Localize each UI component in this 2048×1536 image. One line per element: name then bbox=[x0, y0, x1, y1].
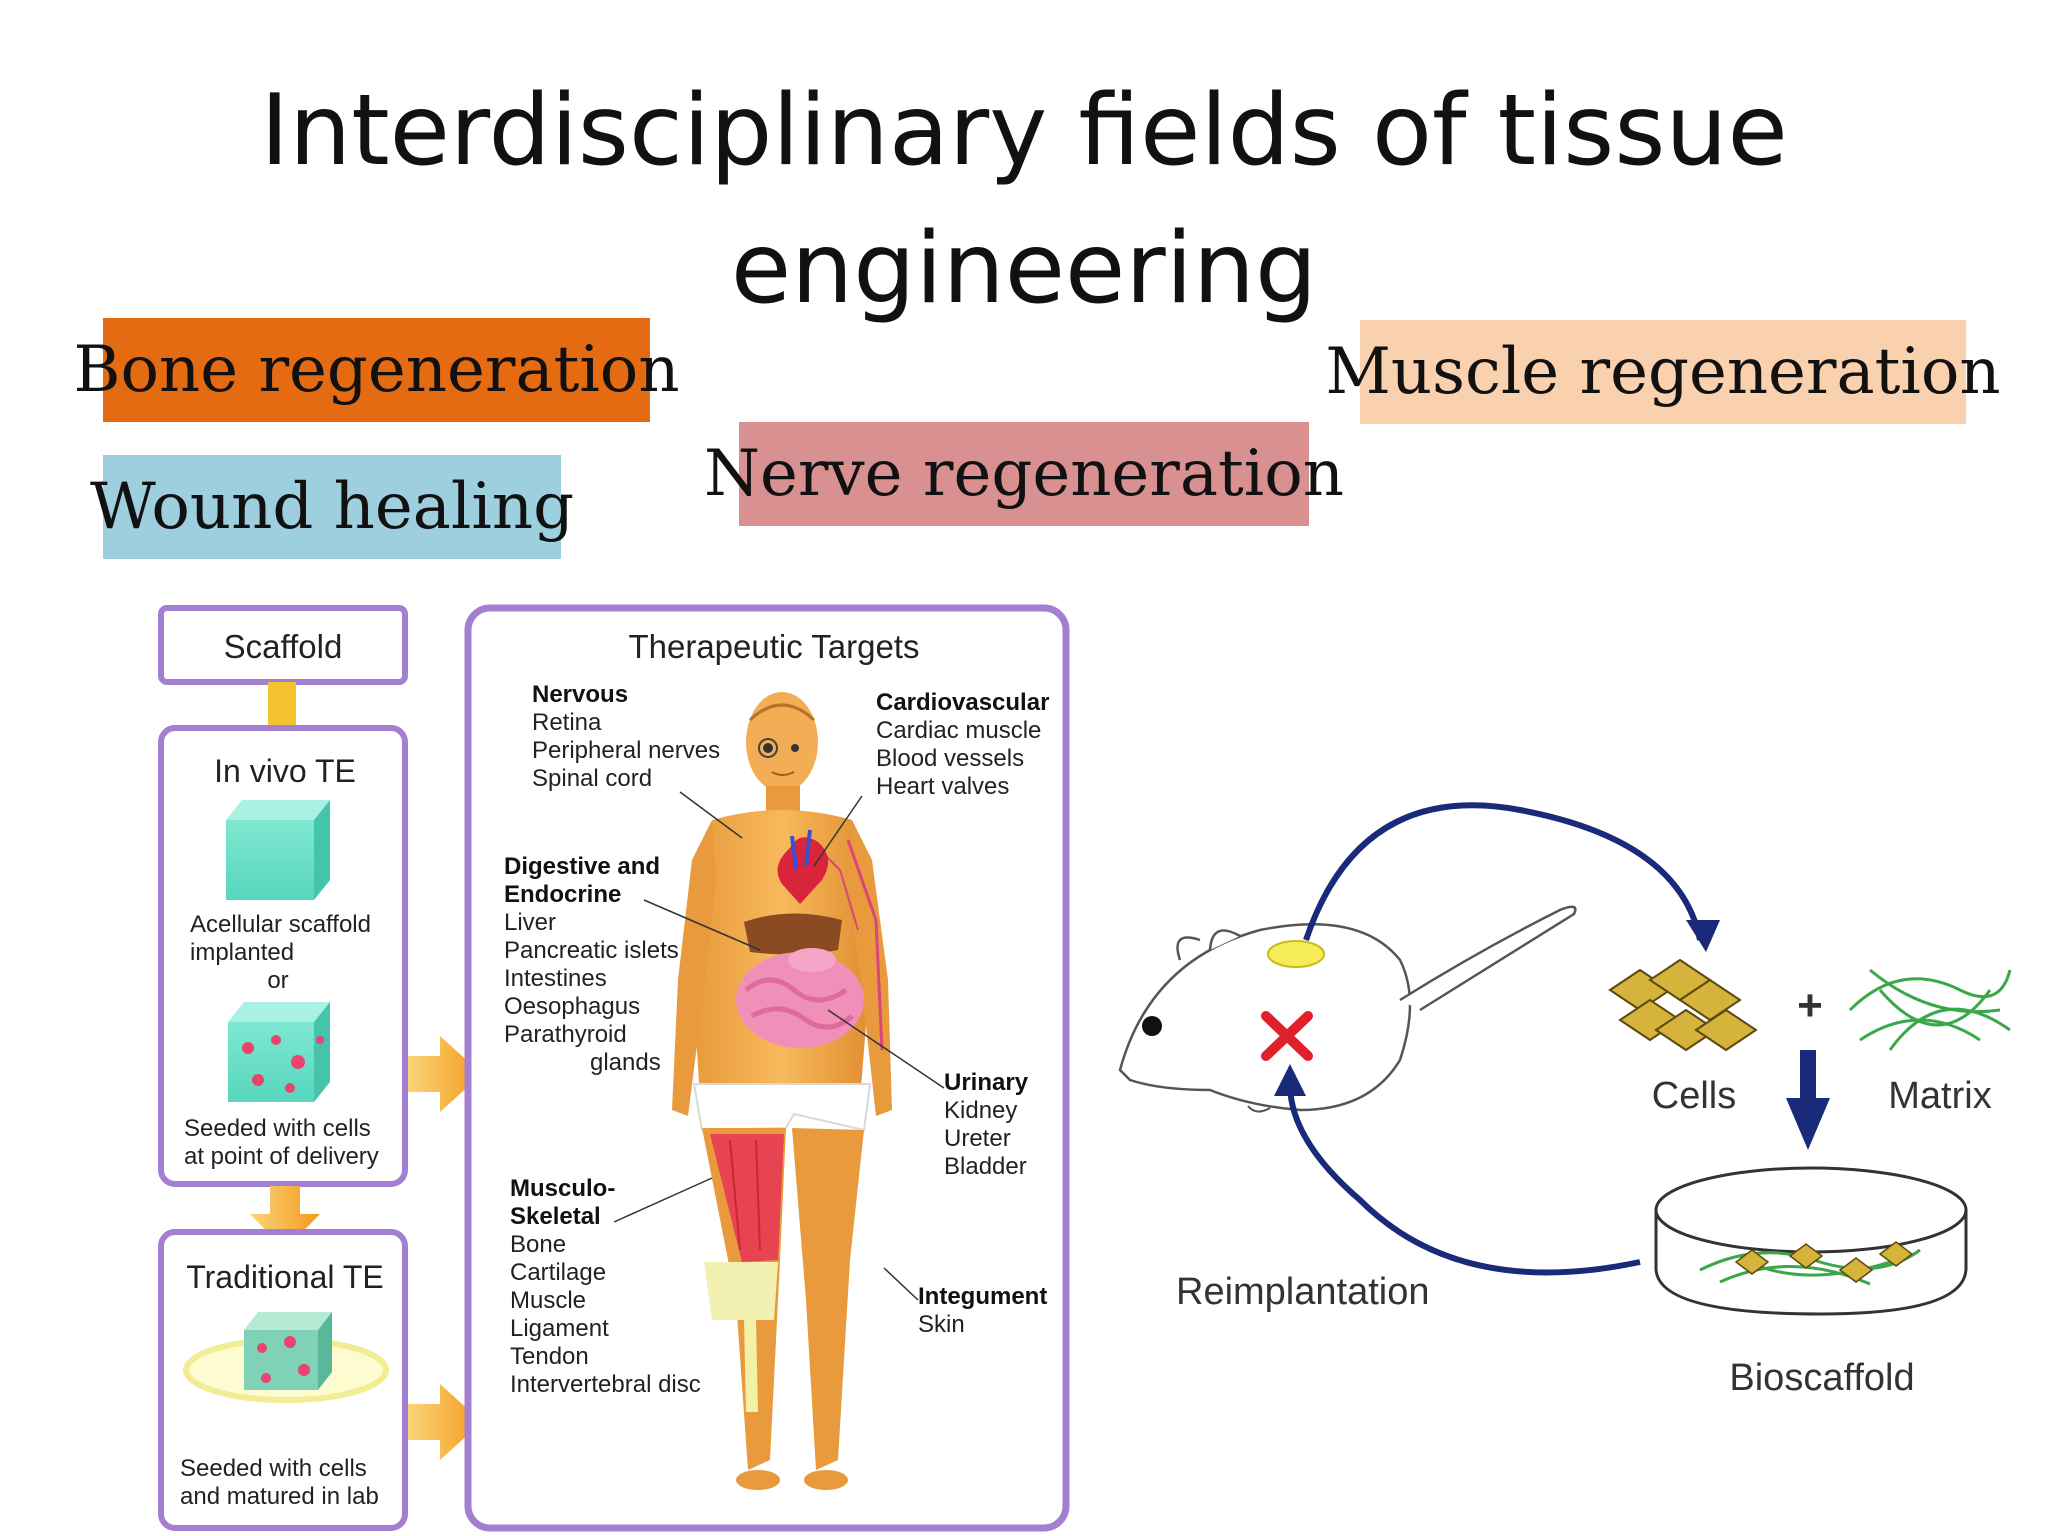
nervous-heading: Nervous bbox=[532, 681, 628, 708]
plus-sign: + bbox=[1797, 981, 1823, 1030]
harvest-arrow bbox=[1303, 802, 1703, 941]
acellular-line-2: implanted bbox=[190, 939, 294, 966]
bioscaffold-label: Bioscaffold bbox=[1729, 1357, 1914, 1399]
acellular-scaffold-cube bbox=[226, 800, 330, 900]
cardio-item-muscle: Cardiac muscle bbox=[876, 717, 1041, 744]
nervous-item-retina: Retina bbox=[532, 709, 602, 736]
traditional-te-box: Traditional TE Seeded with cells and mat… bbox=[158, 1229, 408, 1531]
digestive-heading-2: Endocrine bbox=[504, 881, 621, 908]
musculo-item-disc: Intervertebral disc bbox=[510, 1371, 701, 1398]
red-x-icon bbox=[1261, 1011, 1313, 1061]
reimplantation-arrowhead-icon bbox=[1274, 1064, 1306, 1096]
reimplantation-arrow bbox=[1287, 1083, 1641, 1276]
cells-label: Cells bbox=[1652, 1075, 1736, 1117]
digestive-item-glands: glands bbox=[590, 1049, 661, 1076]
musculo-item-muscle: Muscle bbox=[510, 1287, 586, 1314]
combine-arrow-shaft bbox=[1800, 1050, 1816, 1100]
matrix-fibers-icon bbox=[1848, 968, 2012, 1051]
cardio-item-vessels: Blood vessels bbox=[876, 745, 1024, 772]
musculo-item-cartilage: Cartilage bbox=[510, 1259, 606, 1286]
musculo-item-ligament: Ligament bbox=[510, 1315, 609, 1342]
seeded-lab-line-2: and matured in lab bbox=[180, 1483, 379, 1510]
integument-heading: Integument bbox=[918, 1283, 1047, 1310]
scaffold-box: Scaffold bbox=[158, 605, 408, 685]
digestive-item-intestines: Intestines bbox=[504, 965, 607, 992]
mouse-icon bbox=[1118, 905, 1577, 1113]
targets-title: Therapeutic Targets bbox=[628, 628, 919, 665]
title-line-2: engineering bbox=[730, 212, 1318, 326]
seeded-lab-line-1: Seeded with cells bbox=[180, 1455, 367, 1482]
cardio-heading: Cardiovascular bbox=[876, 689, 1049, 716]
digestive-heading-1: Digestive and bbox=[504, 853, 660, 880]
integument-item-skin: Skin bbox=[918, 1311, 965, 1338]
urinary-heading: Urinary bbox=[944, 1069, 1029, 1096]
right-arrow-icon-lower bbox=[408, 1384, 482, 1460]
urinary-item-kidney: Kidney bbox=[944, 1097, 1017, 1124]
right-arrow-icon-upper bbox=[408, 1036, 482, 1112]
musculo-item-tendon: Tendon bbox=[510, 1343, 589, 1370]
leader-lines bbox=[613, 791, 945, 1301]
muscle-regeneration-tag: Muscle regeneration bbox=[1325, 320, 2001, 424]
urinary-item-ureter: Ureter bbox=[944, 1125, 1011, 1152]
human-body-figure bbox=[672, 692, 892, 1490]
harvest-arrowhead-icon bbox=[1686, 920, 1720, 952]
or-label: or bbox=[267, 967, 288, 994]
bone-regeneration-tag: Bone regeneration bbox=[73, 318, 680, 422]
slide-title: Interdisciplinary fields of tissue engin… bbox=[0, 62, 2048, 338]
combine-arrow-icon bbox=[1786, 1098, 1830, 1150]
in-vivo-te-box: In vivo TE Acellular scaffold implanted … bbox=[158, 725, 408, 1187]
seeded-scaffold-cube bbox=[228, 1002, 330, 1102]
digestive-item-pancreatic: Pancreatic islets bbox=[504, 937, 679, 964]
culture-dish-cube bbox=[183, 1312, 389, 1403]
scaffold-label: Scaffold bbox=[224, 628, 343, 665]
seeded-delivery-line-2: at point of delivery bbox=[184, 1143, 379, 1170]
in-vivo-title: In vivo TE bbox=[214, 753, 356, 789]
digestive-item-oesophagus: Oesophagus bbox=[504, 993, 640, 1020]
nervous-item-peripheral: Peripheral nerves bbox=[532, 737, 720, 764]
seeded-delivery-line-1: Seeded with cells bbox=[184, 1115, 371, 1142]
scaffold-connector bbox=[268, 682, 296, 726]
petri-dish-icon bbox=[1654, 1166, 1968, 1316]
matrix-label: Matrix bbox=[1888, 1075, 1991, 1117]
digestive-item-liver: Liver bbox=[504, 909, 556, 936]
nerve-regeneration-tag: Nerve regeneration bbox=[704, 422, 1344, 526]
nervous-item-spinal: Spinal cord bbox=[532, 765, 652, 792]
cardio-item-valves: Heart valves bbox=[876, 773, 1009, 800]
wound-healing-tag: Wound healing bbox=[90, 455, 574, 559]
title-line-1: Interdisciplinary fields of tissue bbox=[260, 74, 1788, 188]
musculo-heading-1: Musculo- bbox=[510, 1175, 615, 1202]
digestive-item-parathyroid: Parathyroid bbox=[504, 1021, 627, 1048]
traditional-title: Traditional TE bbox=[186, 1259, 383, 1295]
reimplantation-label: Reimplantation bbox=[1176, 1271, 1429, 1313]
cells-cluster-icon bbox=[1608, 958, 1758, 1052]
acellular-line-1: Acellular scaffold bbox=[190, 911, 371, 938]
musculo-item-bone: Bone bbox=[510, 1231, 566, 1258]
urinary-item-bladder: Bladder bbox=[944, 1153, 1027, 1180]
down-arrow-icon bbox=[250, 1186, 320, 1250]
musculo-heading-2: Skeletal bbox=[510, 1203, 601, 1230]
